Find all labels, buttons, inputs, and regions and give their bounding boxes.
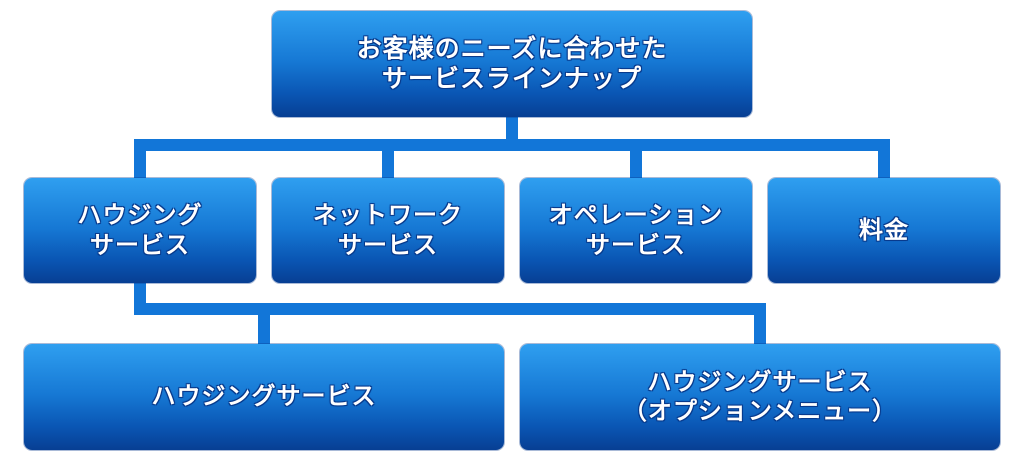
connector-housing-bus (134, 303, 766, 315)
connector-top-bus (134, 139, 890, 151)
connector-to-operation (630, 139, 642, 180)
connector-top-stem (506, 115, 518, 145)
connector-to-network (382, 139, 394, 180)
service-lineup-root-box[interactable]: お客様のニーズに合わせた サービスラインナップ (272, 11, 752, 117)
housing-service-box[interactable]: ハウジングサービス (24, 344, 504, 450)
connector-to-price (878, 139, 890, 180)
housing-service-option-menu-box[interactable]: ハウジングサービス （オプションメニュー） (520, 344, 1000, 450)
connector-to-housing (134, 139, 146, 180)
connector-to-housing-option (754, 303, 766, 346)
price-category-box[interactable]: 料金 (768, 178, 1000, 283)
network-service-category-box[interactable]: ネットワーク サービス (272, 178, 504, 283)
connector-to-housing-service (258, 303, 270, 346)
operation-service-category-box[interactable]: オペレーション サービス (520, 178, 752, 283)
housing-service-category-box[interactable]: ハウジング サービス (24, 178, 256, 283)
